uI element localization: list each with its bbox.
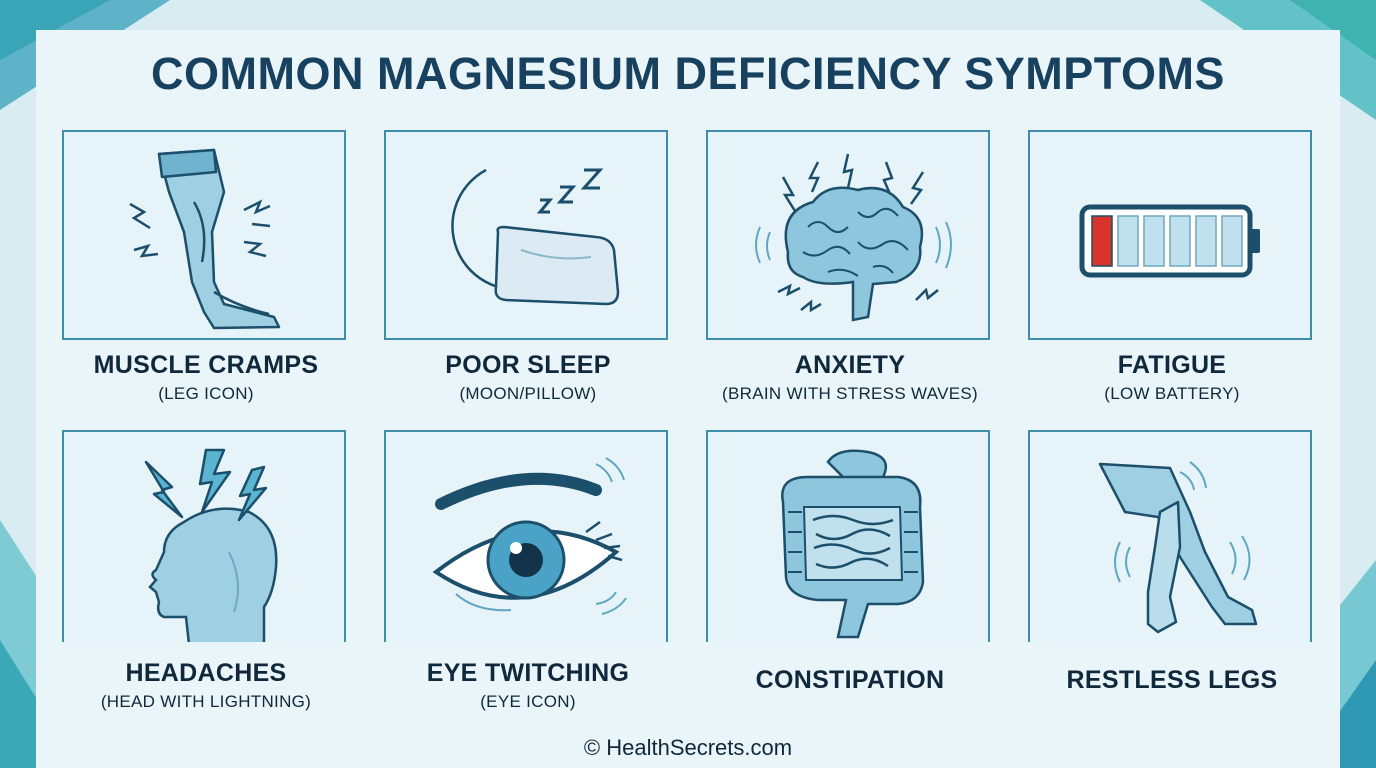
moon-pillow-icon bbox=[451, 168, 620, 306]
symptom-note-fatigue: (LOW BATTERY) bbox=[1104, 384, 1240, 403]
symptom-name-eye-twitching: EYE TWITCHING bbox=[426, 659, 630, 687]
head-lightning-icon bbox=[144, 448, 278, 642]
symptom-name-restless-legs: RESTLESS LEGS bbox=[1066, 666, 1278, 694]
eye-icon bbox=[432, 457, 627, 615]
brain-stress-icon bbox=[755, 153, 952, 322]
symptom-name-poor-sleep: POOR SLEEP bbox=[445, 351, 611, 379]
low-battery-icon bbox=[1079, 204, 1260, 278]
page-title: COMMON MAGNESIUM DEFICIENCY SYMPTOMS bbox=[151, 48, 1225, 99]
symptom-name-muscle-cramps: MUSCLE CRAMPS bbox=[93, 351, 319, 379]
symptom-note-poor-sleep: (MOON/PILLOW) bbox=[459, 384, 597, 403]
symptom-card-eye-twitching bbox=[384, 430, 668, 642]
symptom-note-eye-twitching: (EYE ICON) bbox=[480, 692, 576, 711]
symptom-card-restless-legs bbox=[1028, 430, 1312, 642]
symptom-card-poor-sleep bbox=[384, 130, 668, 340]
intestine-icon bbox=[781, 449, 925, 639]
symptom-note-anxiety: (BRAIN WITH STRESS WAVES) bbox=[722, 384, 978, 403]
symptom-name-fatigue: FATIGUE bbox=[1117, 351, 1227, 379]
symptom-card-headaches bbox=[62, 430, 346, 642]
leg-cramp-icon bbox=[129, 148, 281, 330]
restless-legs-icon bbox=[1098, 461, 1258, 634]
symptom-card-fatigue bbox=[1028, 130, 1312, 340]
symptom-name-constipation: CONSTIPATION bbox=[755, 666, 945, 694]
symptom-name-headaches: HEADACHES bbox=[125, 659, 287, 687]
symptom-note-muscle-cramps: (LEG ICON) bbox=[158, 384, 254, 403]
symptom-note-headaches: (HEAD WITH LIGHTNING) bbox=[100, 692, 312, 711]
symptom-name-anxiety: ANXIETY bbox=[794, 351, 906, 379]
copyright-footer: © HealthSecrets.com bbox=[583, 735, 793, 760]
symptom-card-constipation bbox=[706, 430, 990, 642]
symptom-card-muscle-cramps bbox=[62, 130, 346, 340]
symptom-card-anxiety bbox=[706, 130, 990, 340]
